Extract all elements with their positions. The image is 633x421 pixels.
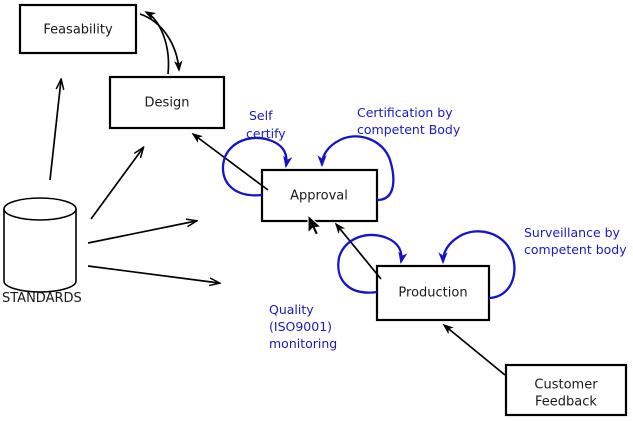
annotation-self-certify-line2: certify (246, 126, 286, 141)
edge-standards-to-feasability (49, 80, 61, 181)
node-feasability[interactable]: Feasability (18, 3, 138, 55)
edge-standards-to-production (87, 265, 219, 283)
loop-certification (322, 135, 395, 202)
node-design[interactable]: Design (108, 75, 226, 130)
edge-feasability-to-design (139, 13, 179, 70)
annotation-surveillance-line1: Surveillance by (524, 225, 621, 240)
node-production-label: Production (398, 286, 467, 301)
edge-approval-to-design (193, 134, 269, 191)
node-customer-feedback[interactable]: Customer Feedback (504, 363, 628, 417)
node-feasability-box[interactable] (18, 3, 138, 55)
node-standards-label: STANDARDS (2, 291, 82, 306)
annotation-quality-line1: Quality (269, 302, 314, 317)
edge-standards-to-design (90, 148, 143, 220)
loop-self-certify (221, 136, 287, 197)
edge-design-to-feasability (146, 12, 170, 75)
node-standards[interactable]: STANDARDS (2, 197, 82, 306)
annotation-quality-line3: monitoring (269, 336, 337, 351)
node-feasability-label: Feasability (43, 23, 113, 38)
edge-production-to-approval (336, 224, 382, 280)
edge-standards-to-approval (87, 221, 196, 244)
edge-customer-feedback-to-production (444, 325, 506, 376)
node-design-label: Design (145, 96, 190, 111)
node-production[interactable]: Production (375, 264, 491, 322)
node-design-box[interactable] (108, 75, 226, 130)
loop-surveillance (443, 230, 516, 300)
annotation-certification-line2: competent Body (357, 122, 461, 137)
annotation-self-certify-line1: Self (249, 108, 273, 123)
annotation-certification-line1: Certification by (357, 105, 453, 120)
node-production-box[interactable] (375, 264, 491, 322)
annotation-quality-line2: (ISO9001) (269, 319, 332, 334)
node-standards-cylinder-body[interactable] (3, 209, 77, 293)
mouse-pointer-icon (307, 213, 323, 236)
node-approval-label: Approval (290, 189, 348, 204)
node-standards-cylinder-top[interactable] (3, 197, 77, 221)
annotation-surveillance-line2: competent body (524, 242, 627, 257)
node-approval-box[interactable] (260, 168, 379, 223)
node-approval[interactable]: Approval (260, 168, 379, 223)
node-customer-feedback-label-line2: Feedback (535, 395, 597, 410)
loop-quality-monitoring (337, 233, 401, 294)
node-customer-feedback-label-line1: Customer (534, 378, 598, 393)
node-customer-feedback-box[interactable] (504, 363, 628, 417)
